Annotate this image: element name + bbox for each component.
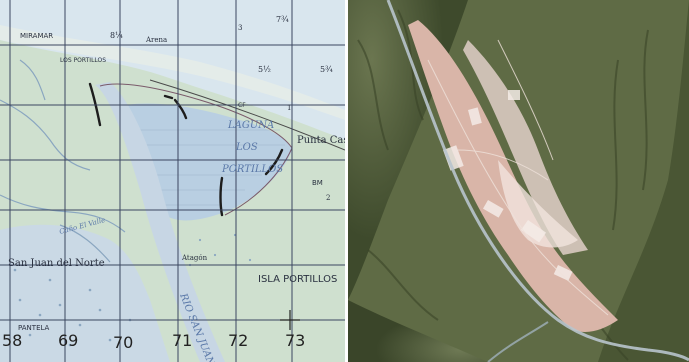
satellite-image-panel (348, 0, 689, 362)
urban-center (498, 160, 578, 248)
satellite-image (348, 0, 689, 362)
grid-number-73: 73 (285, 331, 305, 350)
topographic-map: MIRAMAR LOS PORTILLOS Arena 8¼ 7¾ 5¾ 5½ … (0, 0, 345, 362)
urban-area (408, 20, 618, 332)
grid-number-69: 69 (58, 331, 78, 350)
label-los: LOS (235, 142, 258, 153)
urban-light-area (463, 40, 588, 255)
label-punta-cas: Punta Cas (297, 135, 345, 146)
grid-number-58: 58 (2, 331, 22, 350)
label-miramar: MIRAMAR (20, 32, 53, 40)
label-los-portillos-top: LOS PORTILLOS (60, 57, 106, 64)
label-san-juan-del-norte: San Juan del Norte (8, 258, 105, 269)
label-laguna: LAGUNA (227, 120, 274, 131)
label-depth-2: 2 (326, 194, 330, 202)
label-isla-portillos: ISLA PORTILLOS (258, 274, 337, 285)
roads (427, 39, 609, 316)
label-depth-5-1q: 5½ (258, 65, 271, 74)
beach-strip (0, 25, 345, 120)
label-bm: BM (312, 179, 323, 187)
river-channel (95, 82, 225, 362)
southwest-wetland (0, 224, 170, 362)
label-cf: CF (238, 102, 246, 109)
label-pantela: PANTELA (18, 324, 50, 332)
label-atagon: Atagón (181, 254, 208, 262)
forest-east (598, 0, 689, 362)
label-arena: Arena (145, 36, 167, 44)
label-depth-3: 3 (238, 24, 242, 32)
label-depth-1: 1 (287, 104, 291, 112)
survey-mark (280, 310, 300, 330)
river-tributary (487, 321, 549, 362)
coastline (149, 79, 345, 151)
grid-number-70: 70 (113, 333, 133, 352)
topographic-map-panel: MIRAMAR LOS PORTILLOS Arena 8¼ 7¾ 5¾ 5½ … (0, 0, 345, 362)
map-grid (0, 0, 345, 362)
forest-southwest (348, 300, 488, 362)
lagoon (124, 103, 293, 221)
grid-number-72: 72 (228, 331, 248, 350)
grid-number-71: 71 (172, 331, 192, 350)
lagoon-outline (99, 83, 293, 149)
label-depth-5-3q: 5¾ (320, 65, 333, 74)
label-depth-7-3q: 7¾ (276, 15, 289, 24)
shoreline-marks (88, 82, 284, 217)
label-depth-8-1q: 8¼ (110, 31, 123, 40)
river (386, 0, 689, 362)
building-clusters (443, 90, 573, 281)
label-portillos: PORTILLOS (221, 164, 283, 175)
